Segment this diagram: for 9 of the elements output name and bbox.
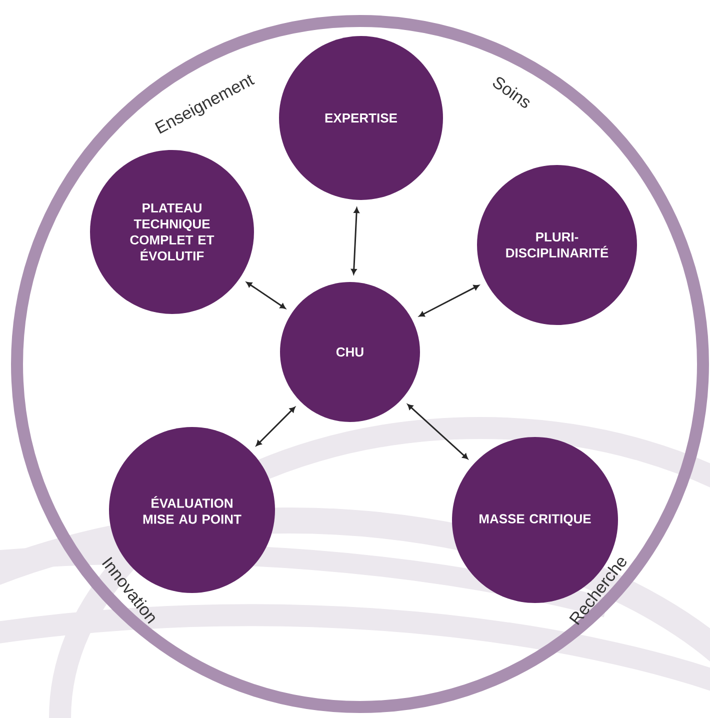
circle-node: EXPERTISE xyxy=(279,36,443,200)
arrow xyxy=(407,404,468,460)
circle-node: CHU xyxy=(280,282,420,422)
arrow xyxy=(351,208,360,274)
arrow xyxy=(256,406,296,446)
circle-node: PLATEAU TECHNIQUE COMPLET ET ÉVOLUTIF xyxy=(90,150,254,314)
arrow xyxy=(418,284,480,317)
circle-node: PLURI-DISCIPLINARITÉ xyxy=(477,165,637,325)
arrow xyxy=(246,282,286,309)
